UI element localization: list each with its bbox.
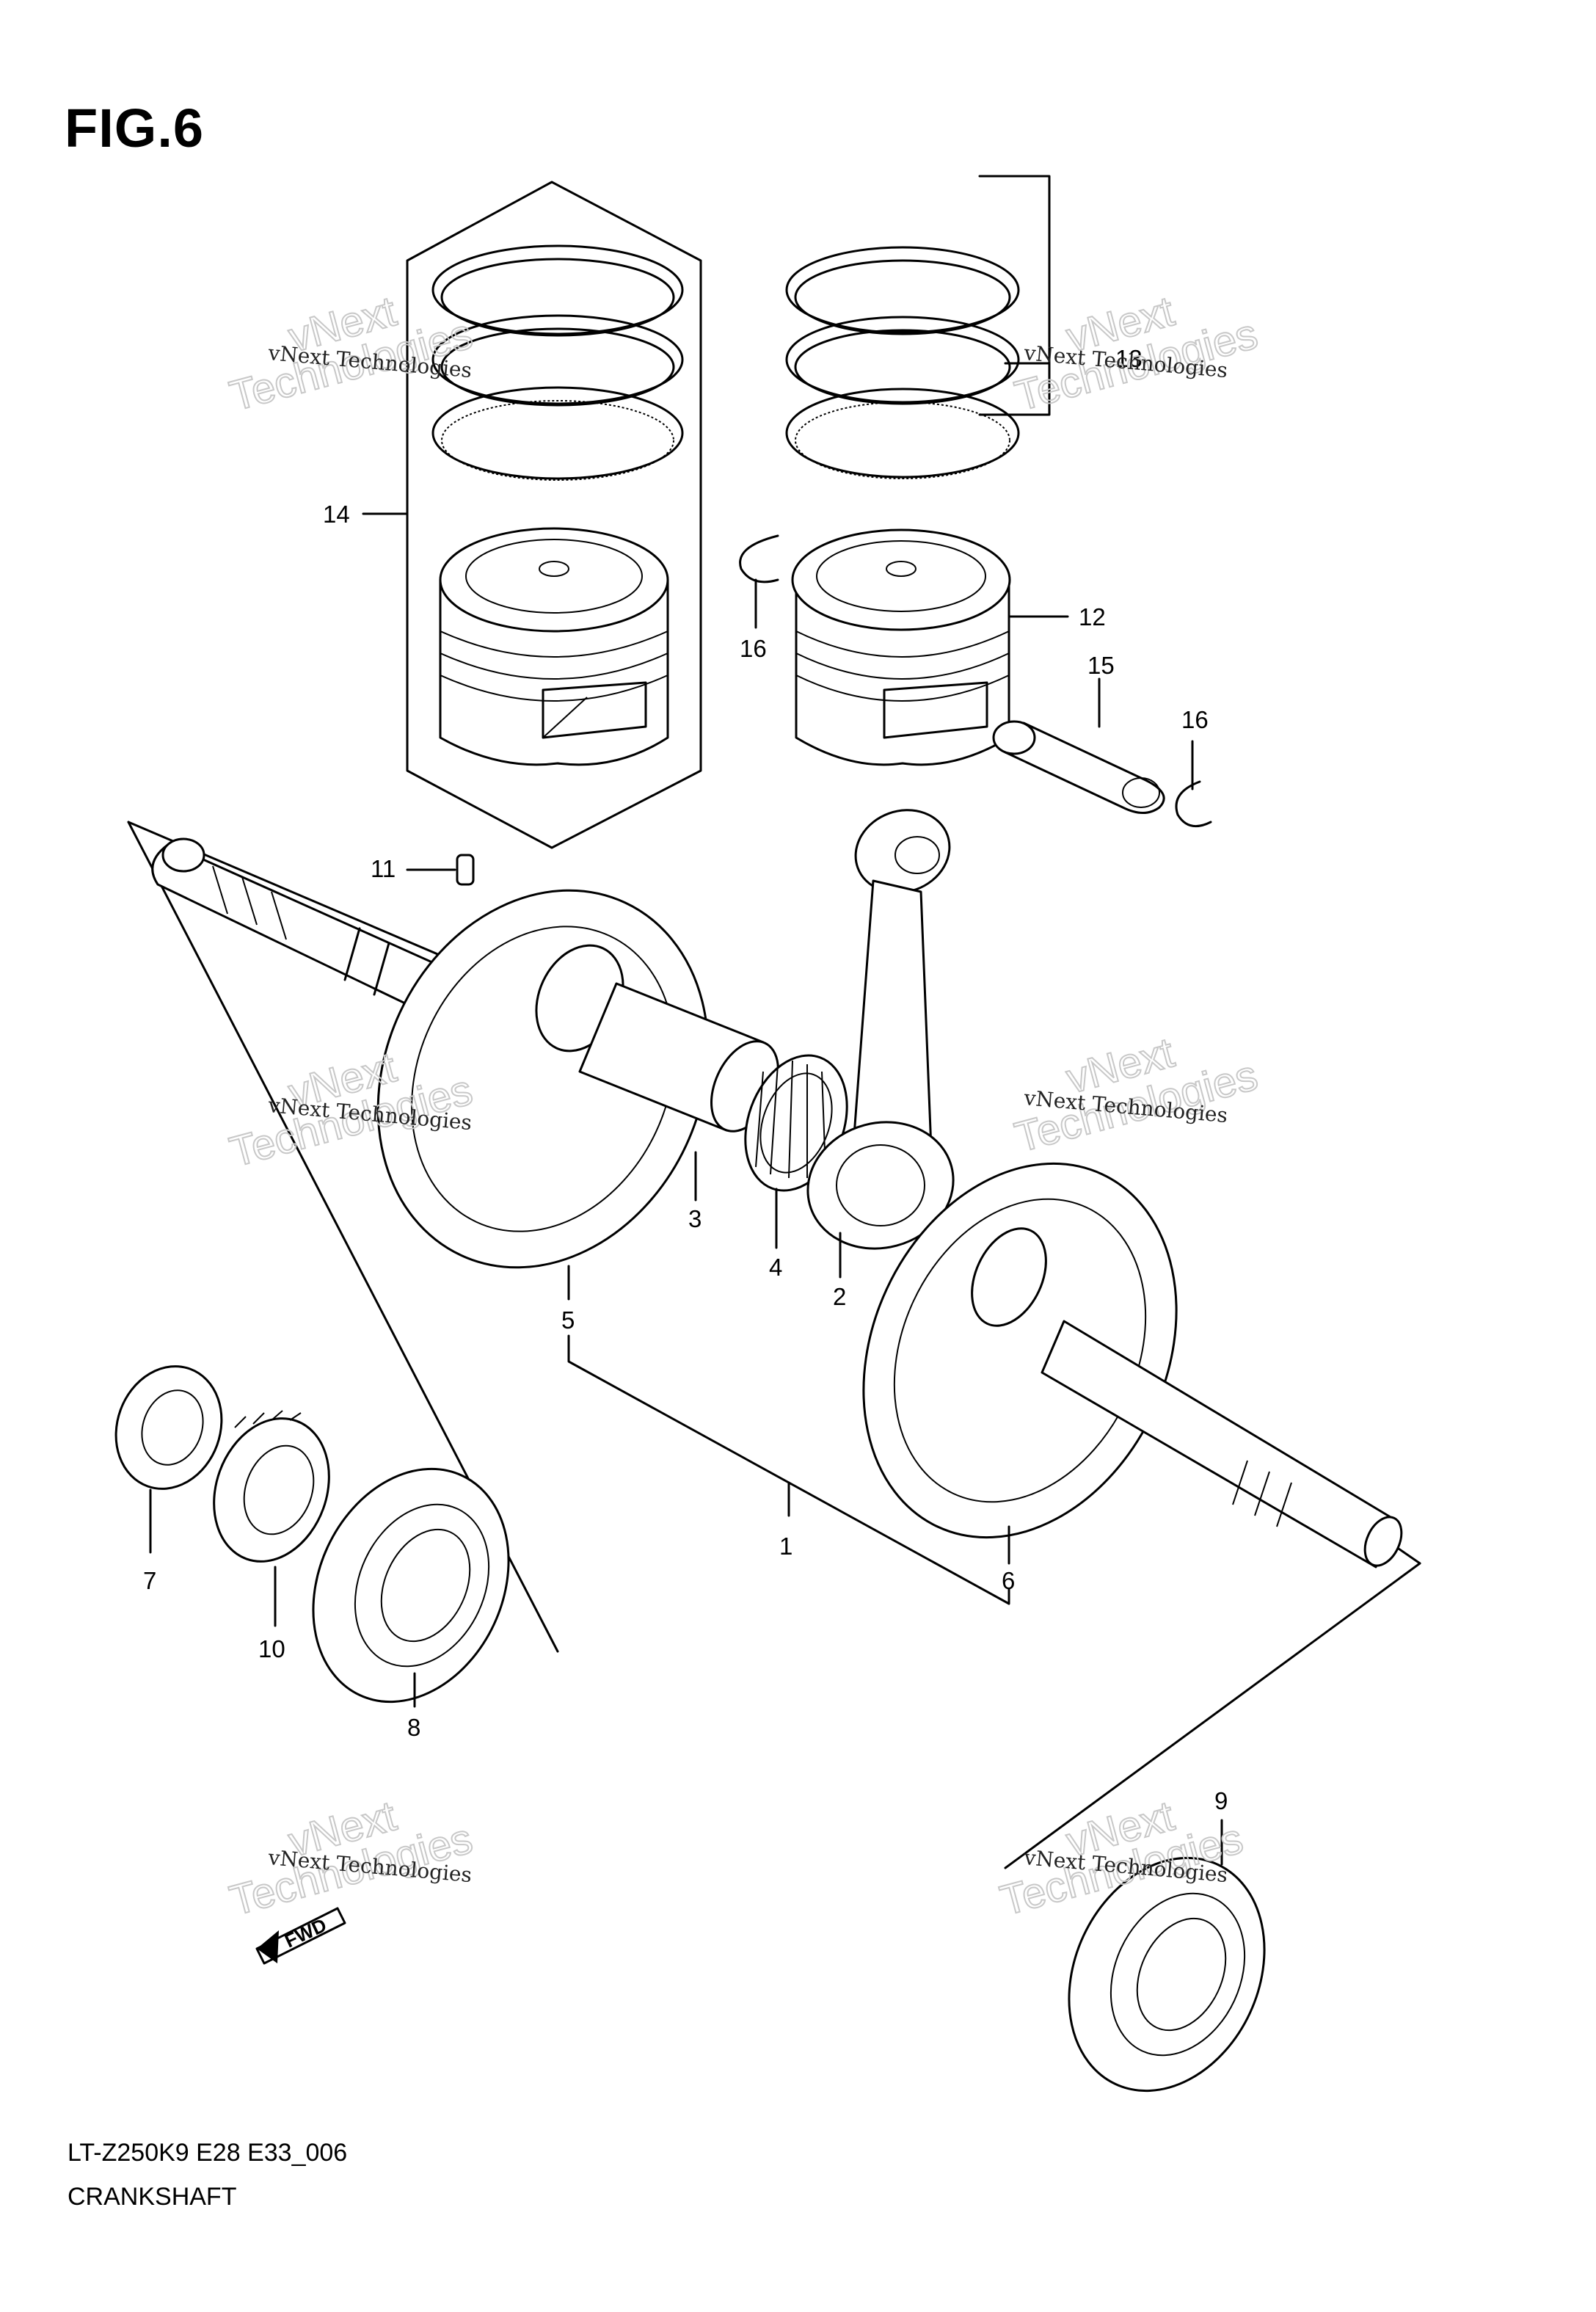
connecting-rod-icon <box>806 809 955 1250</box>
callout-13: 13 <box>1115 345 1143 372</box>
timing-gear-icon <box>213 1410 330 1563</box>
watermarks: vNext Technologies vNext Technologies vN… <box>225 286 1264 1925</box>
piston-rings <box>785 246 1020 479</box>
callout-16-right: 16 <box>1181 706 1209 733</box>
callout-11: 11 <box>371 855 396 882</box>
callout-4: 4 <box>769 1254 782 1281</box>
assembly-bracket <box>567 1334 1010 1605</box>
crankshaft-frame <box>127 821 1421 1869</box>
callout-6: 6 <box>1002 1567 1015 1594</box>
callout-5: 5 <box>561 1306 575 1334</box>
callout-3: 3 <box>688 1205 702 1232</box>
callout-7: 7 <box>143 1567 156 1594</box>
crank-web-left-icon <box>376 889 710 1269</box>
circlip-icon-right <box>1175 780 1212 828</box>
leader-lines <box>149 175 1223 1866</box>
forward-badge-label: FWD <box>281 1913 329 1952</box>
crankshaft-right-icon <box>1041 1320 1403 1568</box>
ball-bearing-icon-9 <box>1068 1856 1266 2093</box>
piston-rings-kit <box>431 244 684 481</box>
crank-web-right-icon <box>862 1162 1178 1539</box>
callout-8: 8 <box>407 1714 420 1741</box>
ball-bearing-icon-7 <box>114 1365 223 1490</box>
circlip-icon <box>739 534 779 584</box>
piston-icon <box>791 528 1011 766</box>
callout-10: 10 <box>258 1635 285 1662</box>
callout-labels: 14 13 12 16 15 16 11 3 4 2 5 1 6 7 10 8 … <box>143 345 1228 1814</box>
section-name: CRANKSHAFT <box>68 2183 237 2211</box>
figure-title: FIG.6 <box>65 98 205 159</box>
callout-15: 15 <box>1087 652 1115 679</box>
callout-2: 2 <box>833 1283 846 1310</box>
piston-pin-icon <box>992 720 1165 814</box>
crankshaft-left-icon <box>151 837 456 1022</box>
callout-12: 12 <box>1079 603 1106 630</box>
piston-icon-kit <box>439 527 669 766</box>
dowel-pin-icon <box>456 854 475 886</box>
callout-1: 1 <box>779 1533 792 1560</box>
callout-14: 14 <box>323 501 350 528</box>
forward-arrow-icon: FWD <box>255 1907 346 1965</box>
model-code: LT-Z250K9 E28 E33_006 <box>68 2139 348 2167</box>
piston-kit-frame <box>406 181 702 849</box>
callout-9: 9 <box>1214 1787 1228 1814</box>
ball-bearing-icon-8 <box>312 1467 510 1704</box>
callout-16-left: 16 <box>740 635 767 662</box>
